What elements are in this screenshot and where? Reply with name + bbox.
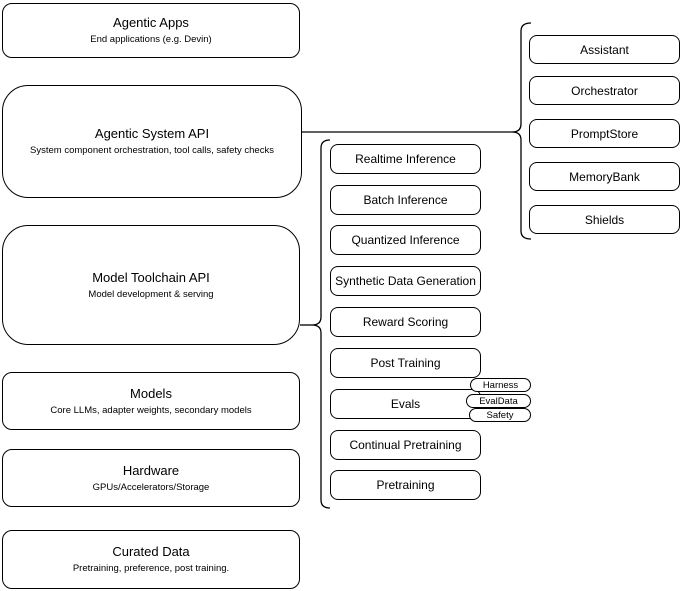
node-title: Hardware	[122, 462, 180, 478]
brace-toolchain-group	[311, 139, 331, 509]
node-subtitle: End applications (e.g. Devin)	[90, 34, 212, 45]
node-synthetic-data-generation: Synthetic Data Generation	[330, 266, 481, 296]
node-subtitle: Pretraining, preference, post training.	[72, 563, 230, 574]
node-continual-pretraining: Continual Pretraining	[330, 430, 481, 460]
node-subtitle: Model development & serving	[88, 288, 214, 300]
node-title: Curated Data	[112, 544, 190, 559]
node-subtitle: GPUs/Accelerators/Storage	[92, 481, 210, 493]
node-curated-data: Curated Data Pretraining, preference, po…	[2, 530, 300, 589]
node-orchestrator: Orchestrator	[529, 76, 680, 105]
node-model-toolchain-api: Model Toolchain API Model development & …	[2, 225, 300, 345]
node-subtitle: System component orchestration, tool cal…	[30, 145, 274, 156]
node-agentic-apps: Agentic Apps End applications (e.g. Devi…	[2, 3, 300, 58]
node-pretraining: Pretraining	[330, 470, 481, 500]
node-shields: Shields	[529, 205, 680, 234]
node-hardware: Hardware GPUs/Accelerators/Storage	[2, 449, 300, 507]
tag-safety: Safety	[469, 408, 531, 422]
node-promptstore: PromptStore	[529, 119, 680, 148]
node-assistant: Assistant	[529, 35, 680, 64]
node-quantized-inference: Quantized Inference	[330, 225, 481, 255]
node-title: Agentic Apps	[113, 15, 189, 30]
node-post-training: Post Training	[330, 348, 481, 378]
node-agentic-system-api: Agentic System API System component orch…	[2, 85, 302, 198]
node-title: Models	[130, 385, 172, 401]
tag-evaldata: EvalData	[466, 394, 531, 408]
node-models: Models Core LLMs, adapter weights, secon…	[2, 372, 300, 430]
node-title: Model Toolchain API	[92, 269, 210, 285]
node-batch-inference: Batch Inference	[330, 185, 481, 215]
node-evals: Evals	[330, 389, 481, 419]
node-realtime-inference: Realtime Inference	[330, 144, 481, 174]
node-memorybank: MemoryBank	[529, 162, 680, 191]
node-reward-scoring: Reward Scoring	[330, 307, 481, 337]
node-subtitle: Core LLMs, adapter weights, secondary mo…	[50, 404, 252, 416]
tag-harness: Harness	[470, 378, 531, 392]
node-title: Agentic System API	[94, 126, 210, 141]
